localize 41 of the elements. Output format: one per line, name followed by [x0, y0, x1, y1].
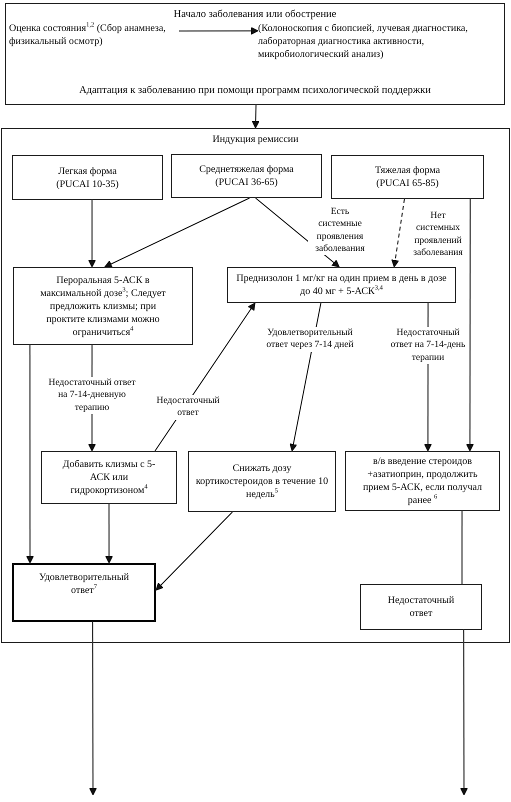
- process-box: [331, 155, 484, 199]
- process-box: [360, 584, 482, 630]
- connector-line: [462, 510, 463, 584]
- arrow: [460, 630, 468, 796]
- process-box: [227, 267, 456, 303]
- process-box: [13, 267, 193, 345]
- panel-note: Адаптация к заболеванию при помощи программ психологической поддержки: [78, 84, 432, 98]
- arrow: [89, 622, 97, 796]
- node-text: в/в введение стероидов +азатиоприн, продолжить прием 5-АСК, если получал ранее $^{6}$: [362, 455, 484, 507]
- panel-box: [5, 3, 505, 105]
- node-text: Удовлетворительный ответ$^{7}$: [38, 571, 130, 597]
- arrow: [391, 198, 405, 268]
- outcome-box: [12, 563, 156, 622]
- process-box: [345, 451, 500, 511]
- panel-heading: Начало заболевания или обострение: [172, 8, 338, 22]
- node-text: (Колоноскопия с биопсией, лучевая диагностика, лабораторная диагностика активности, микробиологический анализ): [258, 22, 469, 61]
- node-text: Тяжелая форма (PUCAI 65-85): [374, 164, 442, 190]
- node-text: Недостаточный ответ: [386, 594, 456, 620]
- node-text: Пероральная 5-АСК в максимальной дозе$^{3}$; Следует предложить клизмы; при проктите клизмами можно ограничиться$^{4}$: [39, 274, 167, 338]
- arrow: [156, 512, 233, 591]
- node-text: Снижать дозу кортикостероидов в течение 10 недель$^{5}$: [194, 462, 330, 501]
- node-text: Среднетяжелая форма (PUCAI 36-65): [198, 163, 295, 189]
- node-text: Легкая форма (PUCAI 10-35): [55, 164, 120, 190]
- arrow: [26, 344, 34, 564]
- arrow: [88, 200, 96, 268]
- edge-label: Недостаточный ответ на 7-14-дневную терапию: [46, 377, 138, 414]
- arrow: [178, 26, 258, 35]
- process-box: [188, 451, 336, 512]
- arrow: [105, 504, 113, 564]
- arrow: [252, 104, 260, 128]
- panel-box: [1, 128, 510, 643]
- node-text: Оценка состояния$^{1,2}$ (Сбор анамнеза, физикальный осмотр): [9, 22, 167, 48]
- node-text: Добавить клизмы с 5-АСК или гидрокортизоном$^{4}$: [62, 458, 156, 497]
- edge-label: Недостаточный ответ на 7-14-день терапии: [388, 327, 468, 364]
- process-box: [171, 154, 322, 198]
- arrow: [104, 198, 250, 268]
- process-box: [41, 451, 177, 504]
- panel-heading: Индукция ремиссии: [211, 133, 300, 146]
- arrow: [466, 198, 474, 452]
- process-box: [12, 155, 163, 200]
- node-text: Преднизолон 1 мг/кг на один прием в день в дозе до 40 мг + 5-АСК$^{3,4}$: [235, 272, 448, 298]
